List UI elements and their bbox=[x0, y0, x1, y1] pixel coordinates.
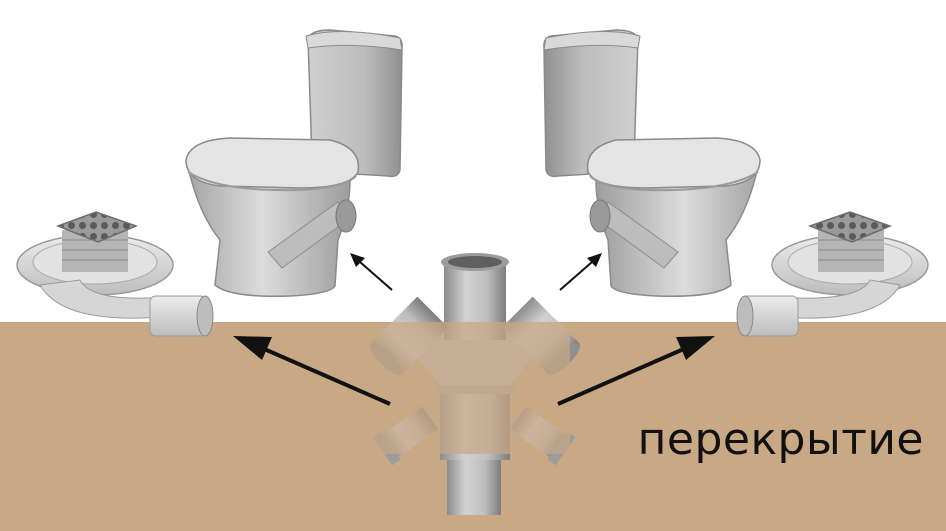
toilet-right bbox=[543, 29, 761, 298]
toilet-left bbox=[185, 29, 403, 298]
floor-drain-right bbox=[736, 211, 929, 337]
arrow-to-left-toilet bbox=[350, 253, 393, 291]
floor-drain-left bbox=[16, 211, 214, 337]
arrow-to-right-toilet bbox=[559, 253, 602, 291]
arrow-to-left-drain bbox=[233, 336, 391, 406]
slab-label: перекрытие bbox=[637, 414, 924, 465]
arrow-to-right-drain bbox=[557, 336, 715, 406]
slab-overlay bbox=[370, 322, 570, 454]
